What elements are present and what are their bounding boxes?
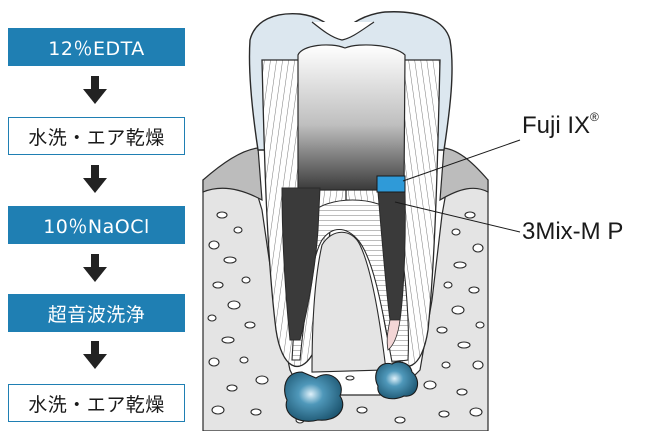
down-arrow-icon: [83, 165, 107, 193]
fuji-ix-label: Fuji IX®: [522, 112, 599, 140]
step-rinse-dry-2: 水洗・エア乾燥: [8, 384, 185, 422]
pulp-chamber: [298, 45, 405, 190]
step-ultrasonic: 超音波洗浄: [8, 294, 185, 332]
down-arrow-icon: [83, 254, 107, 282]
periapical-lesion-left: [285, 372, 343, 421]
step-edta: 12％EDTA: [8, 28, 185, 66]
step-naocl: 10％NaOCl: [8, 206, 185, 244]
periapical-lesion-right: [376, 362, 418, 399]
registered-mark: ®: [590, 110, 599, 124]
down-arrow-icon: [83, 76, 107, 104]
3mix-mp-label: 3Mix-M P: [522, 218, 623, 246]
fuji-ix-filling: [377, 176, 405, 192]
step-rinse-dry-1: 水洗・エア乾燥: [8, 117, 185, 155]
down-arrow-icon: [83, 341, 107, 369]
